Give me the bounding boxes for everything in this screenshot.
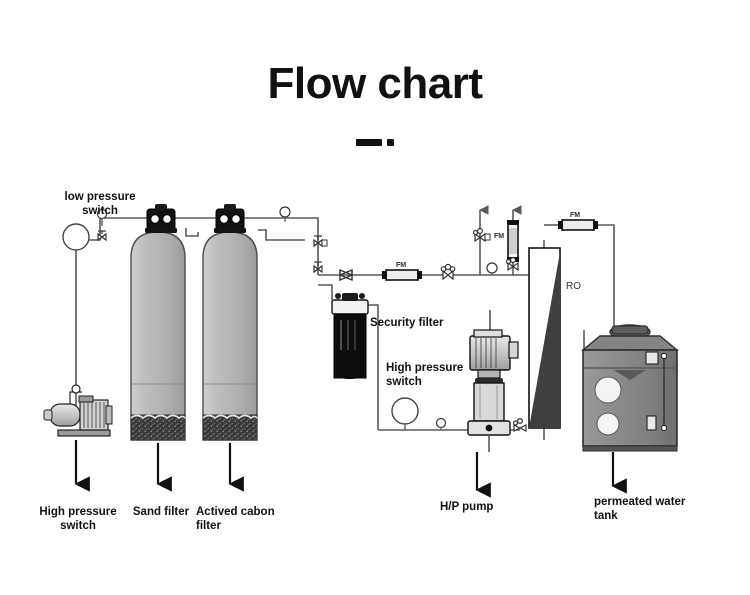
valve-globe-mid [440, 263, 456, 281]
flow-meter-3 [558, 219, 598, 231]
carbon-filter-tank [202, 231, 258, 441]
label-low-pressure-switch: low pressure switch [64, 191, 136, 218]
label-ro-membrane: RO [566, 281, 581, 292]
ro-membrane-vessel [528, 247, 561, 429]
flow-meter-1 [382, 269, 422, 281]
low-pressure-switch [96, 208, 108, 226]
pressure-gauge-suction [435, 417, 447, 430]
valve-lps [97, 230, 107, 242]
feed-pump [43, 384, 113, 437]
flow-meter-2 [507, 220, 519, 262]
security-filter [331, 293, 369, 379]
callout-arrows [74, 440, 627, 498]
lps-gauge-bulb [62, 223, 90, 251]
sand-filter-tank [130, 231, 186, 441]
pipe-carbon-out [258, 229, 305, 241]
high-pressure-pump [467, 329, 519, 452]
pipe-security-filter-out [368, 304, 379, 430]
pipe-into-security-filter [318, 284, 333, 300]
label-high-pressure-switch-mid: High pressure switch [386, 362, 464, 389]
high-pressure-switch-mid [391, 397, 419, 430]
valve-riser-lower [313, 261, 323, 274]
permeate-tank [581, 324, 679, 452]
label-actived-cabon-filter: Actived cabon filter [196, 506, 275, 533]
tag-flow-meter-2: FM [494, 233, 505, 240]
label-permeated-water-tank: permeated water tank [594, 496, 686, 523]
label-security-filter: Security filter [370, 317, 444, 329]
pressure-gauge-header [279, 206, 291, 222]
pipe-riser-down [305, 217, 319, 275]
valve-riser-upper [313, 235, 328, 248]
label-high-pressure-switch-left: High pressure switch [39, 506, 117, 533]
tag-flow-meter-3: FM [570, 212, 581, 219]
tag-flow-meter-1: FM [396, 262, 407, 269]
pipe-permeate-to-tank [598, 224, 615, 330]
label-hp-pump: H/P pump [440, 501, 494, 513]
label-sand-filter: Sand filter [132, 506, 190, 518]
valve-pump-discharge [512, 418, 527, 432]
valve-mid-header-gate [339, 269, 353, 281]
sand-filter-control-valve [145, 204, 177, 233]
valve-reject-riser-1 [472, 228, 491, 243]
pressure-gauge-reject [486, 262, 498, 275]
pipe-sand-to-carbon [185, 228, 199, 237]
page-title: Flow chart [267, 59, 483, 108]
valve-reject-riser-2 [505, 257, 519, 272]
carbon-filter-control-valve [214, 204, 246, 233]
